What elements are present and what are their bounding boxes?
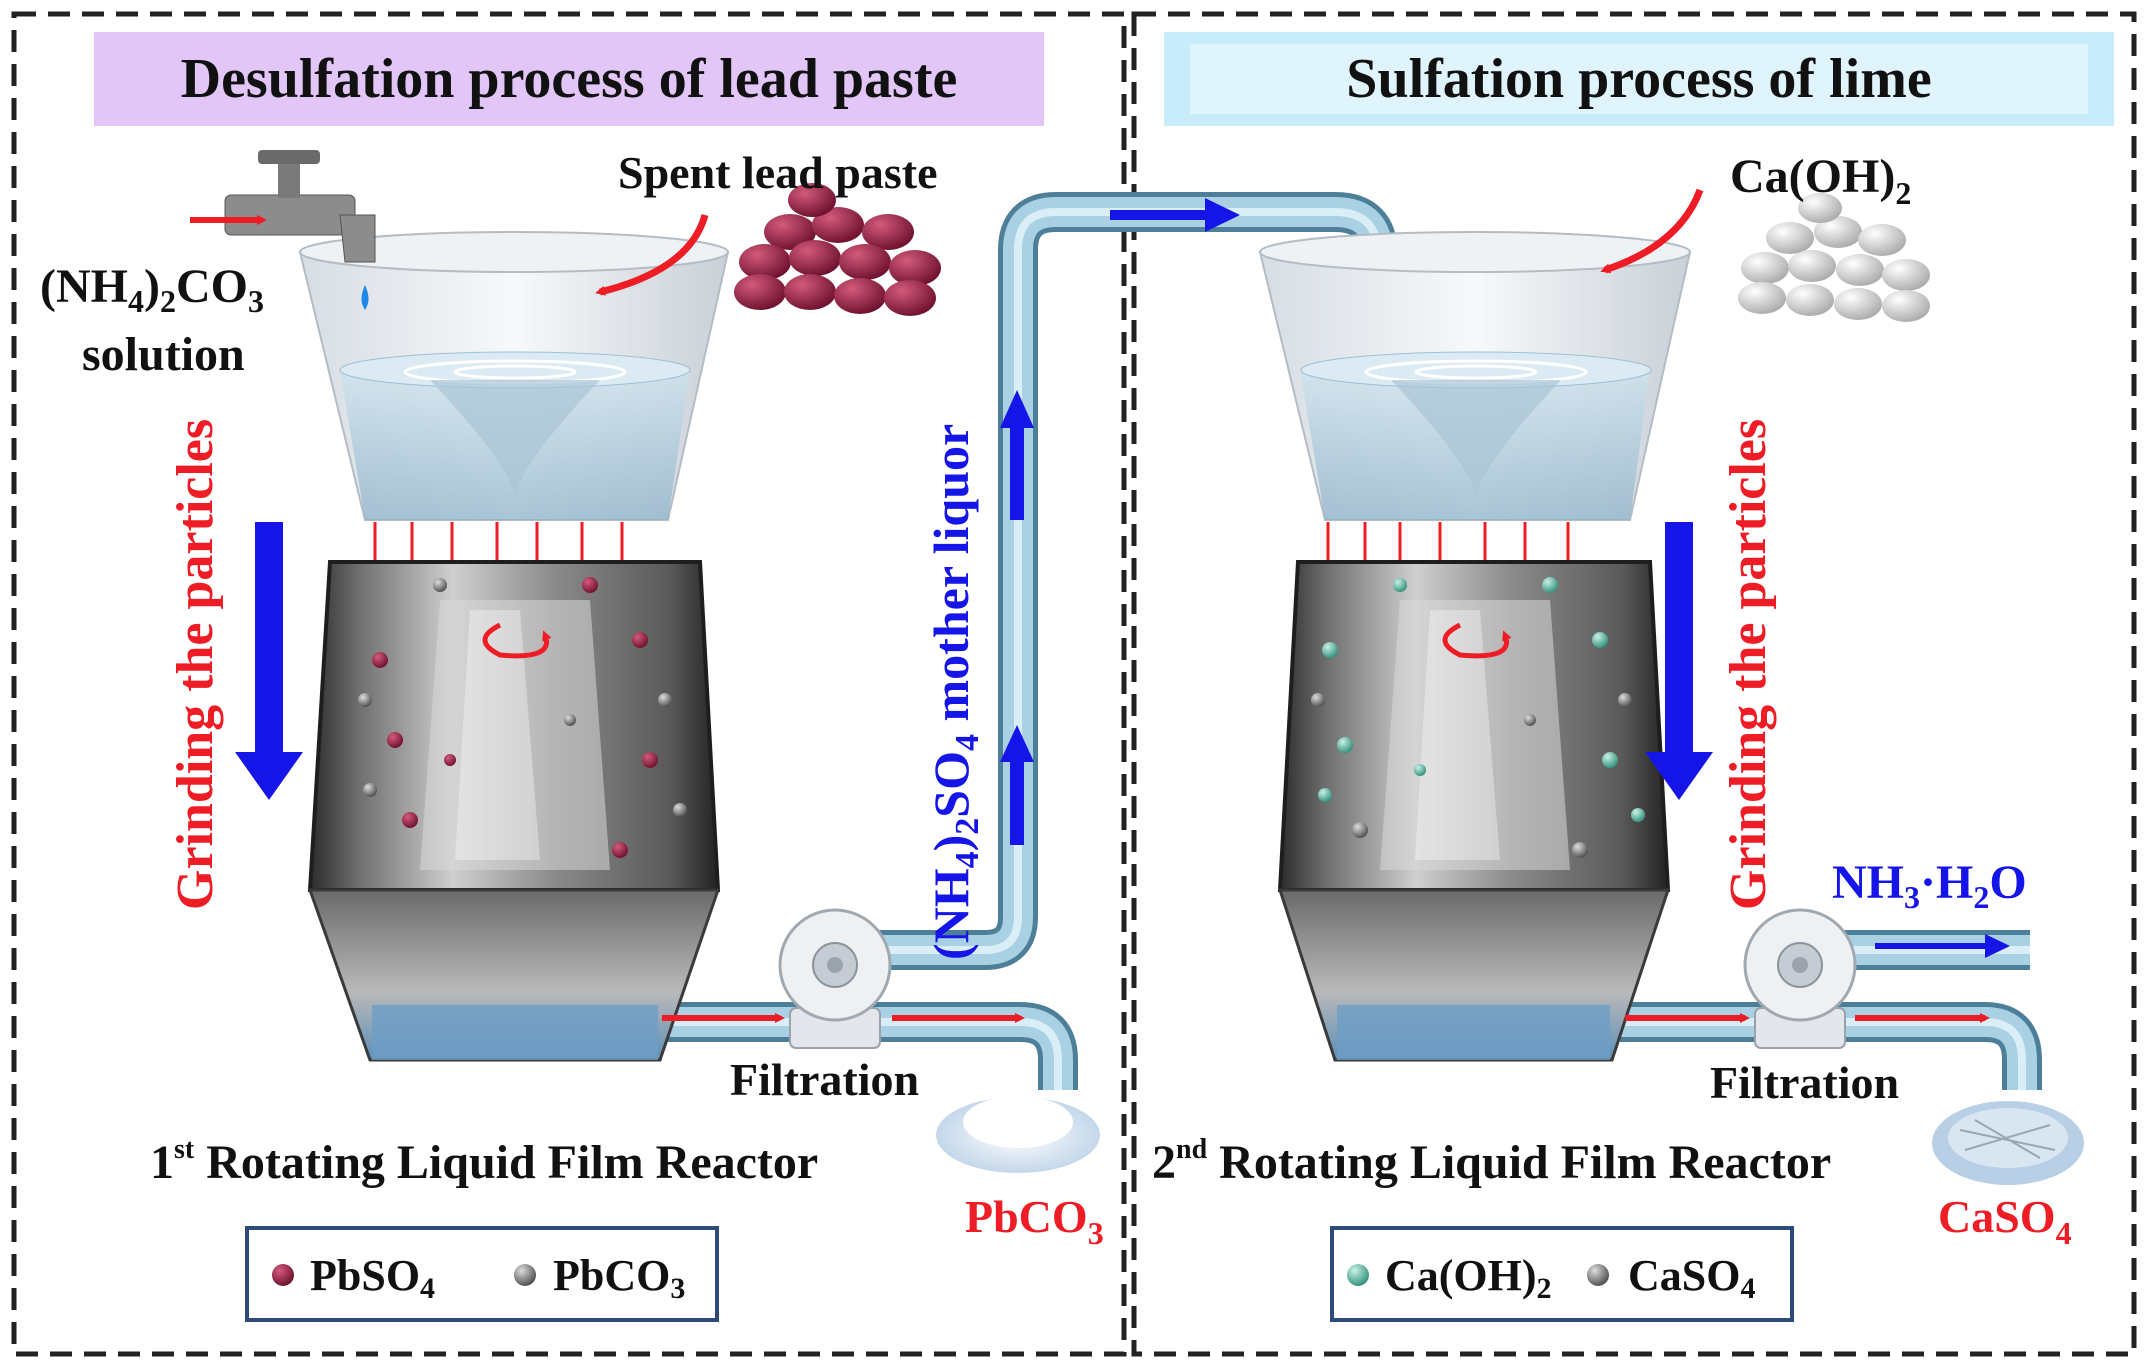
spent-lead-paste-label: Spent lead paste <box>618 147 937 198</box>
caso4-legend-icon <box>1587 1264 1609 1286</box>
right-legend-label-1: Ca(OH)2 <box>1385 1251 1552 1305</box>
mother-liquor-pipe <box>870 192 1398 970</box>
ammonia-flow-arrow <box>1875 934 2010 958</box>
left-reactor-particles <box>358 577 687 858</box>
caso4-product-label: CaSO4 <box>1938 1191 2072 1251</box>
right-reactor <box>1258 231 1692 1062</box>
right-legend-label-2: CaSO4 <box>1628 1251 1755 1305</box>
left-inflow-arrows <box>370 522 627 570</box>
right-filtration-pump-icon <box>1743 908 1857 1049</box>
left-grinding-label: Grinding the particles <box>167 419 224 910</box>
right-title: Sulfation process of lime <box>1346 48 1931 110</box>
pbso4-legend-icon <box>272 1264 294 1286</box>
left-legend-label-1: PbSO4 <box>310 1251 435 1305</box>
ammonium-carbonate-formula: (NH4)2CO3 <box>40 260 264 319</box>
right-reactor-particles <box>1311 577 1645 858</box>
faucet-icon <box>190 150 376 310</box>
caoh2-legend-icon <box>1347 1264 1369 1286</box>
ammonia-water-label: NH3·H2O <box>1832 856 2027 915</box>
lead-paste-pile-icon <box>734 183 941 316</box>
lime-feed-arrow <box>1600 188 1704 274</box>
right-legend: Ca(OH)2 CaSO4 <box>1330 1226 1794 1322</box>
left-panel-frame <box>11 11 1127 1357</box>
pbco3-powder-icon <box>936 1096 1100 1173</box>
pbco3-legend-icon <box>514 1264 536 1286</box>
solution-label: solution <box>82 328 245 381</box>
right-title-banner: Sulfation process of lime <box>1164 32 2114 126</box>
second-reactor-label: 2nd Rotating Liquid Film Reactor <box>1152 1134 1831 1189</box>
left-title-banner: Desulfation process of lead paste <box>94 32 1044 126</box>
left-legend: PbSO4 PbCO3 <box>245 1226 719 1322</box>
left-legend-label-2: PbCO3 <box>553 1251 685 1305</box>
right-grinding-label: Grinding the particles <box>1720 419 1777 910</box>
left-filtration-pump-icon <box>778 908 892 1049</box>
left-filtration-label: Filtration <box>730 1054 919 1105</box>
mother-liquor-label: (NH4)2SO4 mother liquor <box>923 424 986 960</box>
lime-pile-icon <box>1738 193 1930 322</box>
pbco3-product-label: PbCO3 <box>965 1191 1104 1251</box>
left-grinding-arrow <box>235 522 303 800</box>
calcium-hydroxide-label: Ca(OH)2 <box>1730 150 1911 211</box>
right-panel-frame <box>1131 11 2137 1357</box>
left-reactor <box>298 231 730 1062</box>
right-inflow-arrows <box>1323 522 1573 570</box>
left-title: Desulfation process of lead paste <box>181 48 958 110</box>
lead-paste-feed-arrow <box>595 213 709 296</box>
first-reactor-label: 1st Rotating Liquid Film Reactor <box>150 1134 818 1189</box>
right-filtration-label: Filtration <box>1710 1057 1899 1108</box>
right-grinding-arrow <box>1645 522 1713 800</box>
caso4-powder-icon <box>1932 1101 2084 1185</box>
mother-liquor-flow-arrows <box>1000 198 1240 845</box>
